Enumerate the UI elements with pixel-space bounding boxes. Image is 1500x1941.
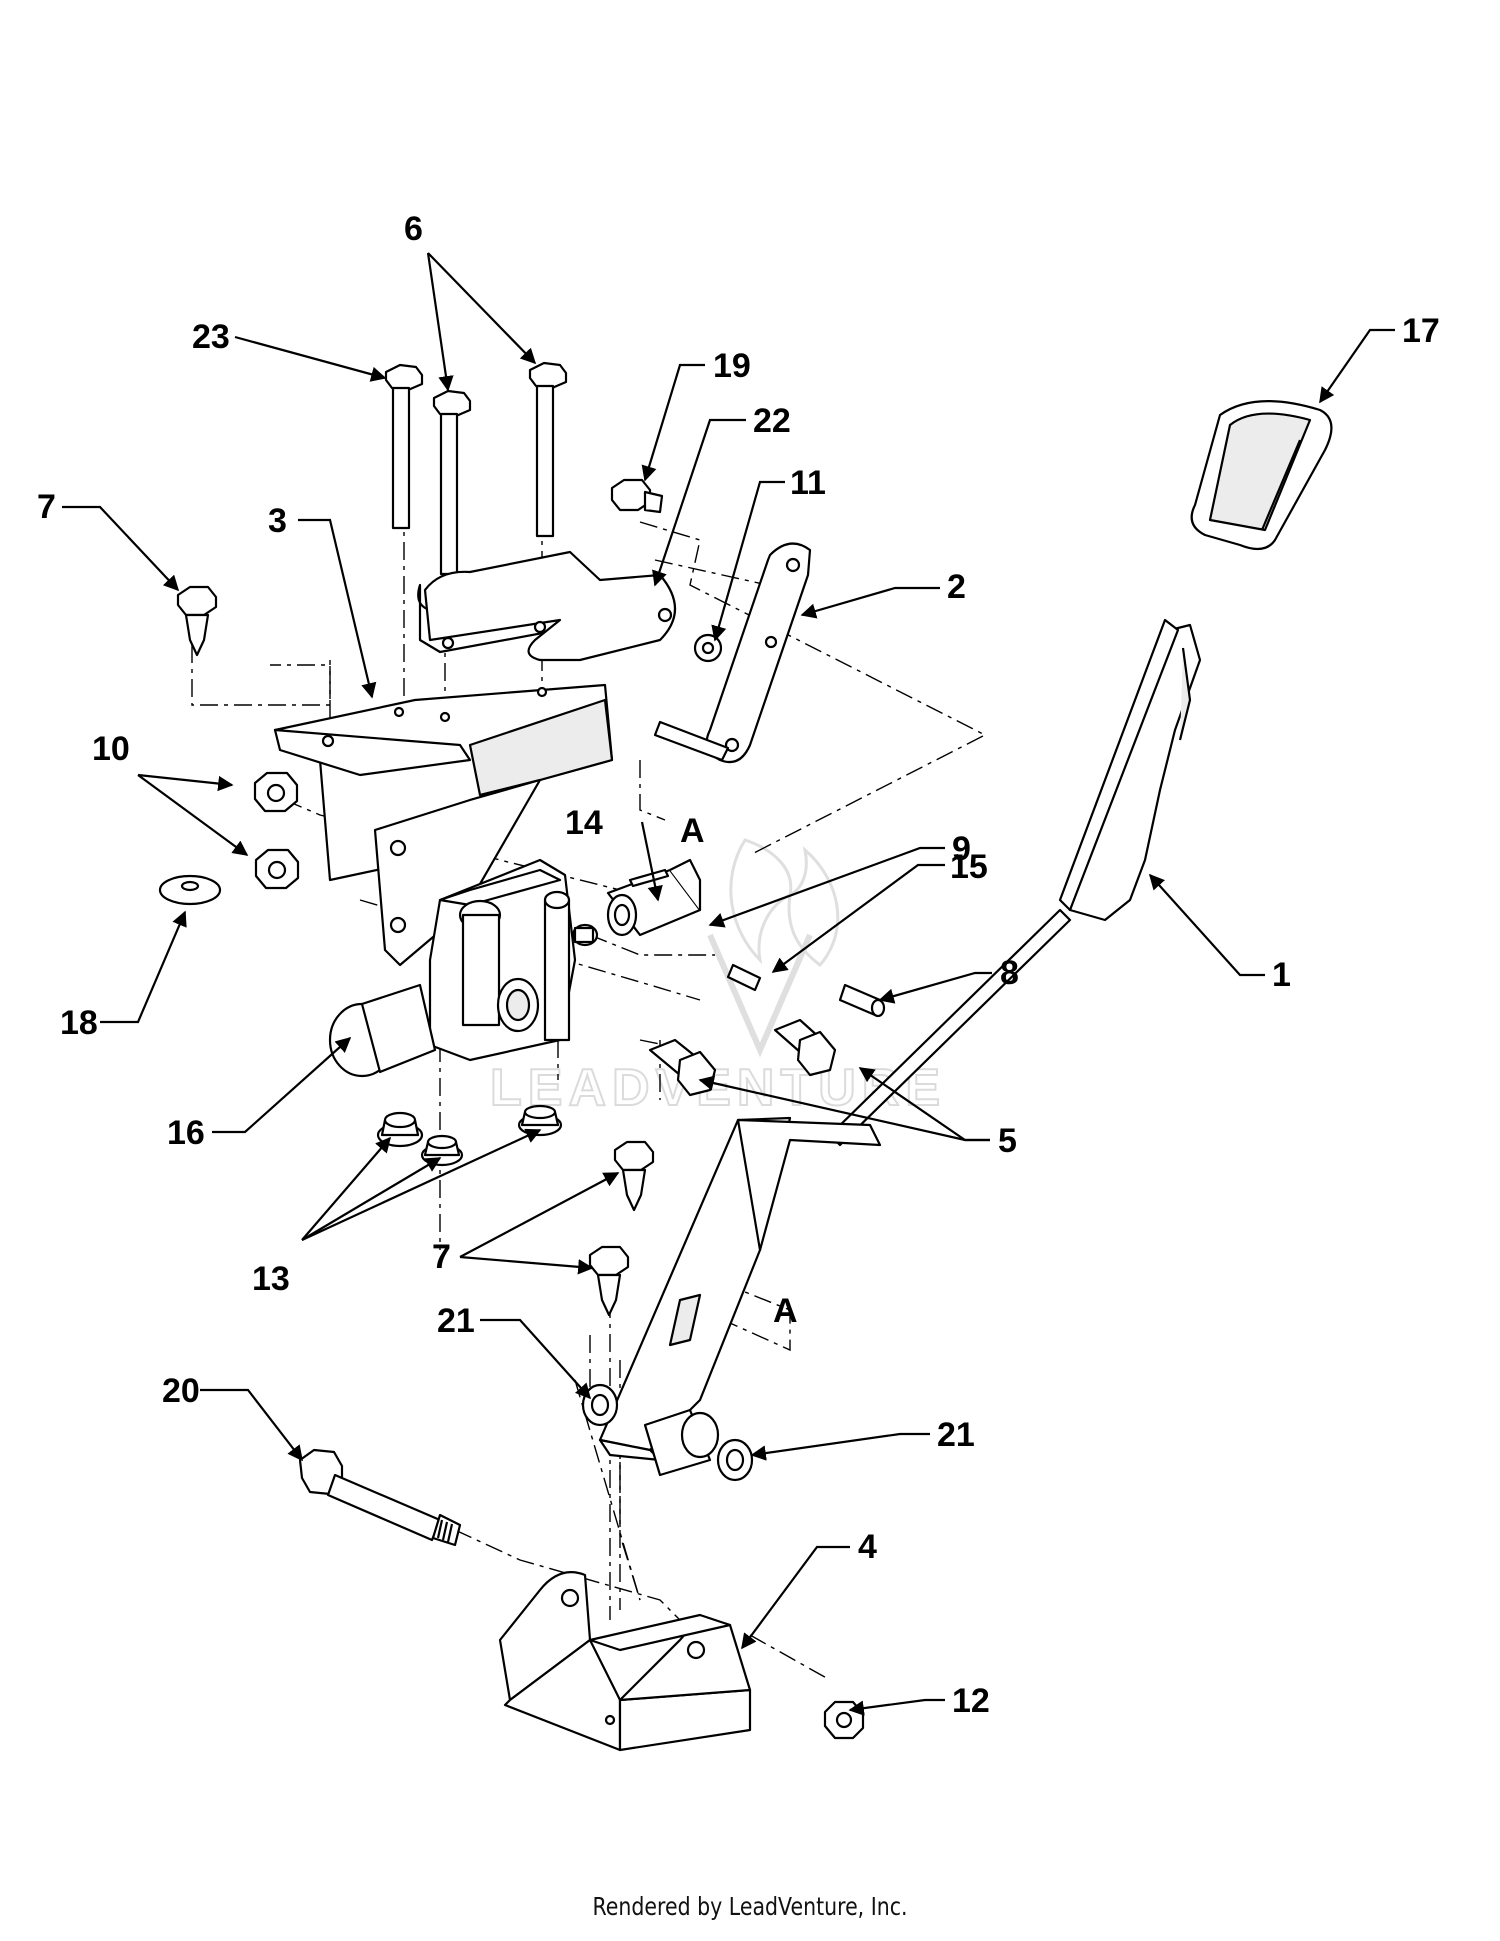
callout-3: 3: [268, 502, 287, 540]
pin-8: [838, 983, 886, 1018]
nut-13b: [420, 1134, 464, 1167]
valve-16: [328, 858, 599, 1078]
bracket-4: [498, 1571, 752, 1752]
bushing-21a: [581, 1383, 619, 1427]
bolt-20: [298, 1448, 462, 1547]
callout-1: 1: [1272, 956, 1291, 994]
callout-14: 14: [565, 804, 603, 842]
footer-credit: Rendered by LeadVenture, Inc.: [592, 1892, 908, 1921]
callout-10: 10: [92, 730, 130, 768]
shoulder-bolt-5b: [773, 1018, 837, 1077]
nut-13a: [376, 1111, 424, 1148]
section-ref-a-upper: A: [680, 812, 705, 850]
link-2: [653, 542, 812, 764]
bolt-7c: [588, 1245, 630, 1317]
callout-2: 2: [947, 568, 966, 606]
bolt-19: [610, 478, 664, 514]
callout-9: 9: [952, 830, 971, 868]
bolt-23: [384, 363, 424, 530]
nut-10a: [253, 771, 299, 813]
bolt-6b: [528, 361, 568, 538]
callout-21-right: 21: [937, 1416, 975, 1454]
callout-13: 13: [252, 1260, 290, 1298]
callout-11: 11: [790, 464, 826, 502]
bolt-7b: [613, 1140, 655, 1212]
bolt-6a: [432, 389, 472, 576]
collar-9: [606, 858, 702, 937]
pedal-arm-1: [828, 618, 1202, 1147]
callout-21-left: 21: [437, 1302, 475, 1340]
pedal-lower-arm: [598, 1116, 882, 1477]
callout-7-upper: 7: [37, 488, 56, 526]
callout-4: 4: [858, 1528, 877, 1566]
grip-17: [1190, 400, 1333, 551]
nut-12: [823, 1700, 865, 1740]
bushing-21b: [716, 1438, 754, 1482]
callout-15: 15: [950, 848, 988, 886]
callouts: 1 2 3 4 5 6 7 7 8 9 10 11 12 13 14 15 16…: [37, 210, 1440, 1720]
washer-18: [158, 874, 222, 906]
callout-22: 22: [753, 402, 791, 440]
callout-20: 20: [162, 1372, 200, 1410]
leader-lines: [62, 252, 1395, 1716]
callout-23: 23: [192, 318, 230, 356]
callout-19: 19: [713, 347, 751, 385]
section-ref-a-lower: A: [773, 1292, 798, 1330]
plate-22: [417, 550, 676, 662]
callout-7-lower: 7: [432, 1238, 451, 1276]
callout-8: 8: [1000, 954, 1019, 992]
callout-5: 5: [998, 1122, 1017, 1160]
nut-10b: [254, 848, 300, 890]
pin-15: [726, 963, 762, 992]
callout-12: 12: [952, 1682, 990, 1720]
nut-11: [693, 633, 723, 663]
callout-6: 6: [404, 210, 423, 248]
callout-17: 17: [1402, 312, 1440, 350]
callout-18: 18: [60, 1004, 98, 1042]
callout-16: 16: [167, 1114, 205, 1152]
bracket-3: [273, 683, 614, 967]
bolt-7a: [176, 585, 218, 657]
